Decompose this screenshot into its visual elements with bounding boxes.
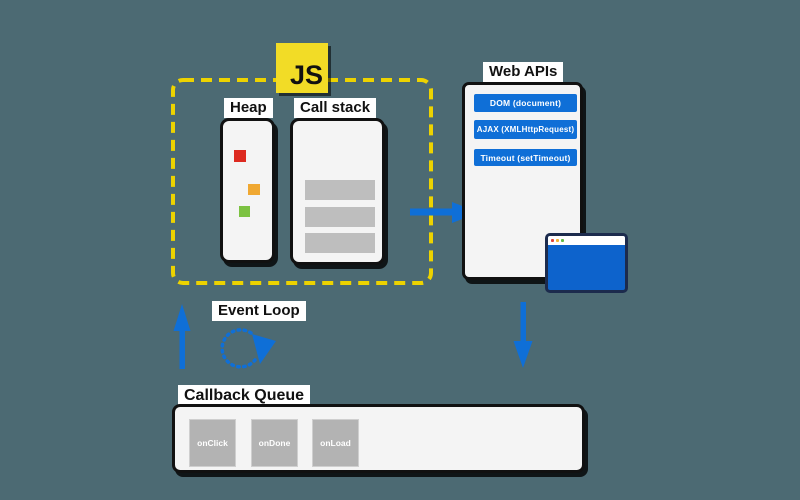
queue-to-callstack-arrow [173,304,191,369]
callback-onload: onLoad [312,419,359,467]
browser-dot-yellow-icon [556,239,559,242]
web-api-timeout-button: Timeout (setTimeout) [474,149,577,166]
browser-dot-green-icon [561,239,564,242]
event-loop-cycle-icon [220,328,276,369]
browser-window-icon [545,233,628,293]
webapis-to-queue-arrow [513,302,533,368]
heap-object-red-icon [234,150,246,162]
web-apis-label: Web APIs [483,62,564,82]
js-logo: JS [276,43,328,93]
heap-object-orange-icon [248,184,260,195]
event-loop-label: Event Loop [212,301,306,321]
stack-frame [305,207,375,227]
call-stack-box [290,118,385,265]
web-api-dom-button: DOM (document) [474,94,577,112]
heap-box [220,118,275,263]
callback-onclick: onClick [189,419,236,467]
browser-dot-red-icon [551,239,554,242]
web-api-ajax-button: AJAX (XMLHttpRequest) [474,120,577,139]
heap-object-green-icon [239,206,250,217]
browser-titlebar [548,236,625,245]
call-stack-label: Call stack [294,98,377,118]
callback-queue-label: Callback Queue [178,385,311,407]
callback-queue-box: onClick onDone onLoad [172,404,585,473]
heap-label: Heap [224,98,273,118]
stack-frame [305,180,375,200]
stack-frame [305,233,375,253]
js-logo-text: JS [289,60,323,90]
callback-ondone: onDone [251,419,298,467]
